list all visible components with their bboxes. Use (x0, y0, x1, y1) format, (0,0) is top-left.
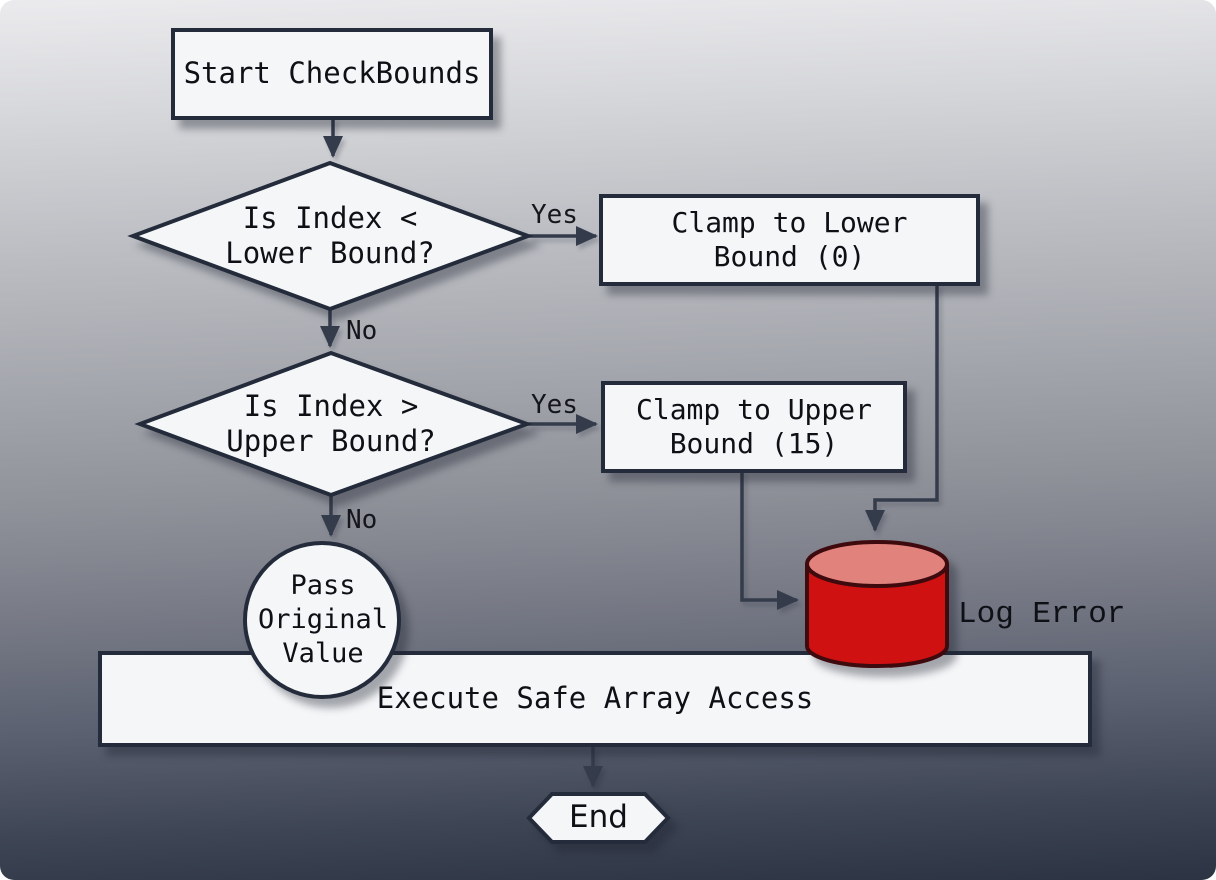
log-error-label: Log Error (958, 597, 1126, 633)
clamp-lower-node-label: Clamp to Lower Bound (0) (671, 205, 908, 273)
start-node-label: Start CheckBounds (183, 56, 481, 91)
end-node-label: End (569, 799, 628, 836)
upper-decision-label: Is Index > Upper Bound? (226, 388, 436, 458)
execute-node-label: Execute Safe Array Access (376, 681, 814, 716)
upper-yes-edge-label: Yes (531, 390, 578, 420)
log-error-database-icon (805, 540, 949, 668)
lower-decision-diamond (127, 160, 534, 312)
lower-yes-edge-label: Yes (531, 200, 578, 230)
pass-original-label: Pass Original Value (257, 570, 389, 669)
start-node-shape (171, 28, 493, 120)
lower-no-edge-label: No (346, 316, 378, 346)
connector-edges (320, 118, 939, 788)
upper-no-edge-label: No (346, 505, 378, 535)
pass-original-circle (243, 541, 401, 699)
clamp-upper-node-label: Clamp to Upper Bound (15) (635, 392, 872, 460)
edge-clamp-lower-to-log-error (865, 284, 939, 532)
upper-decision-diamond (134, 350, 533, 498)
lower-decision-label: Is Index < Lower Bound? (225, 200, 435, 270)
edge-clamp-upper-to-log-error (740, 471, 799, 610)
end-node-hexagon (526, 792, 671, 844)
clamp-lower-node-shape (599, 194, 980, 286)
node-shapes (98, 28, 1092, 844)
clamp-upper-node-shape (601, 381, 907, 473)
